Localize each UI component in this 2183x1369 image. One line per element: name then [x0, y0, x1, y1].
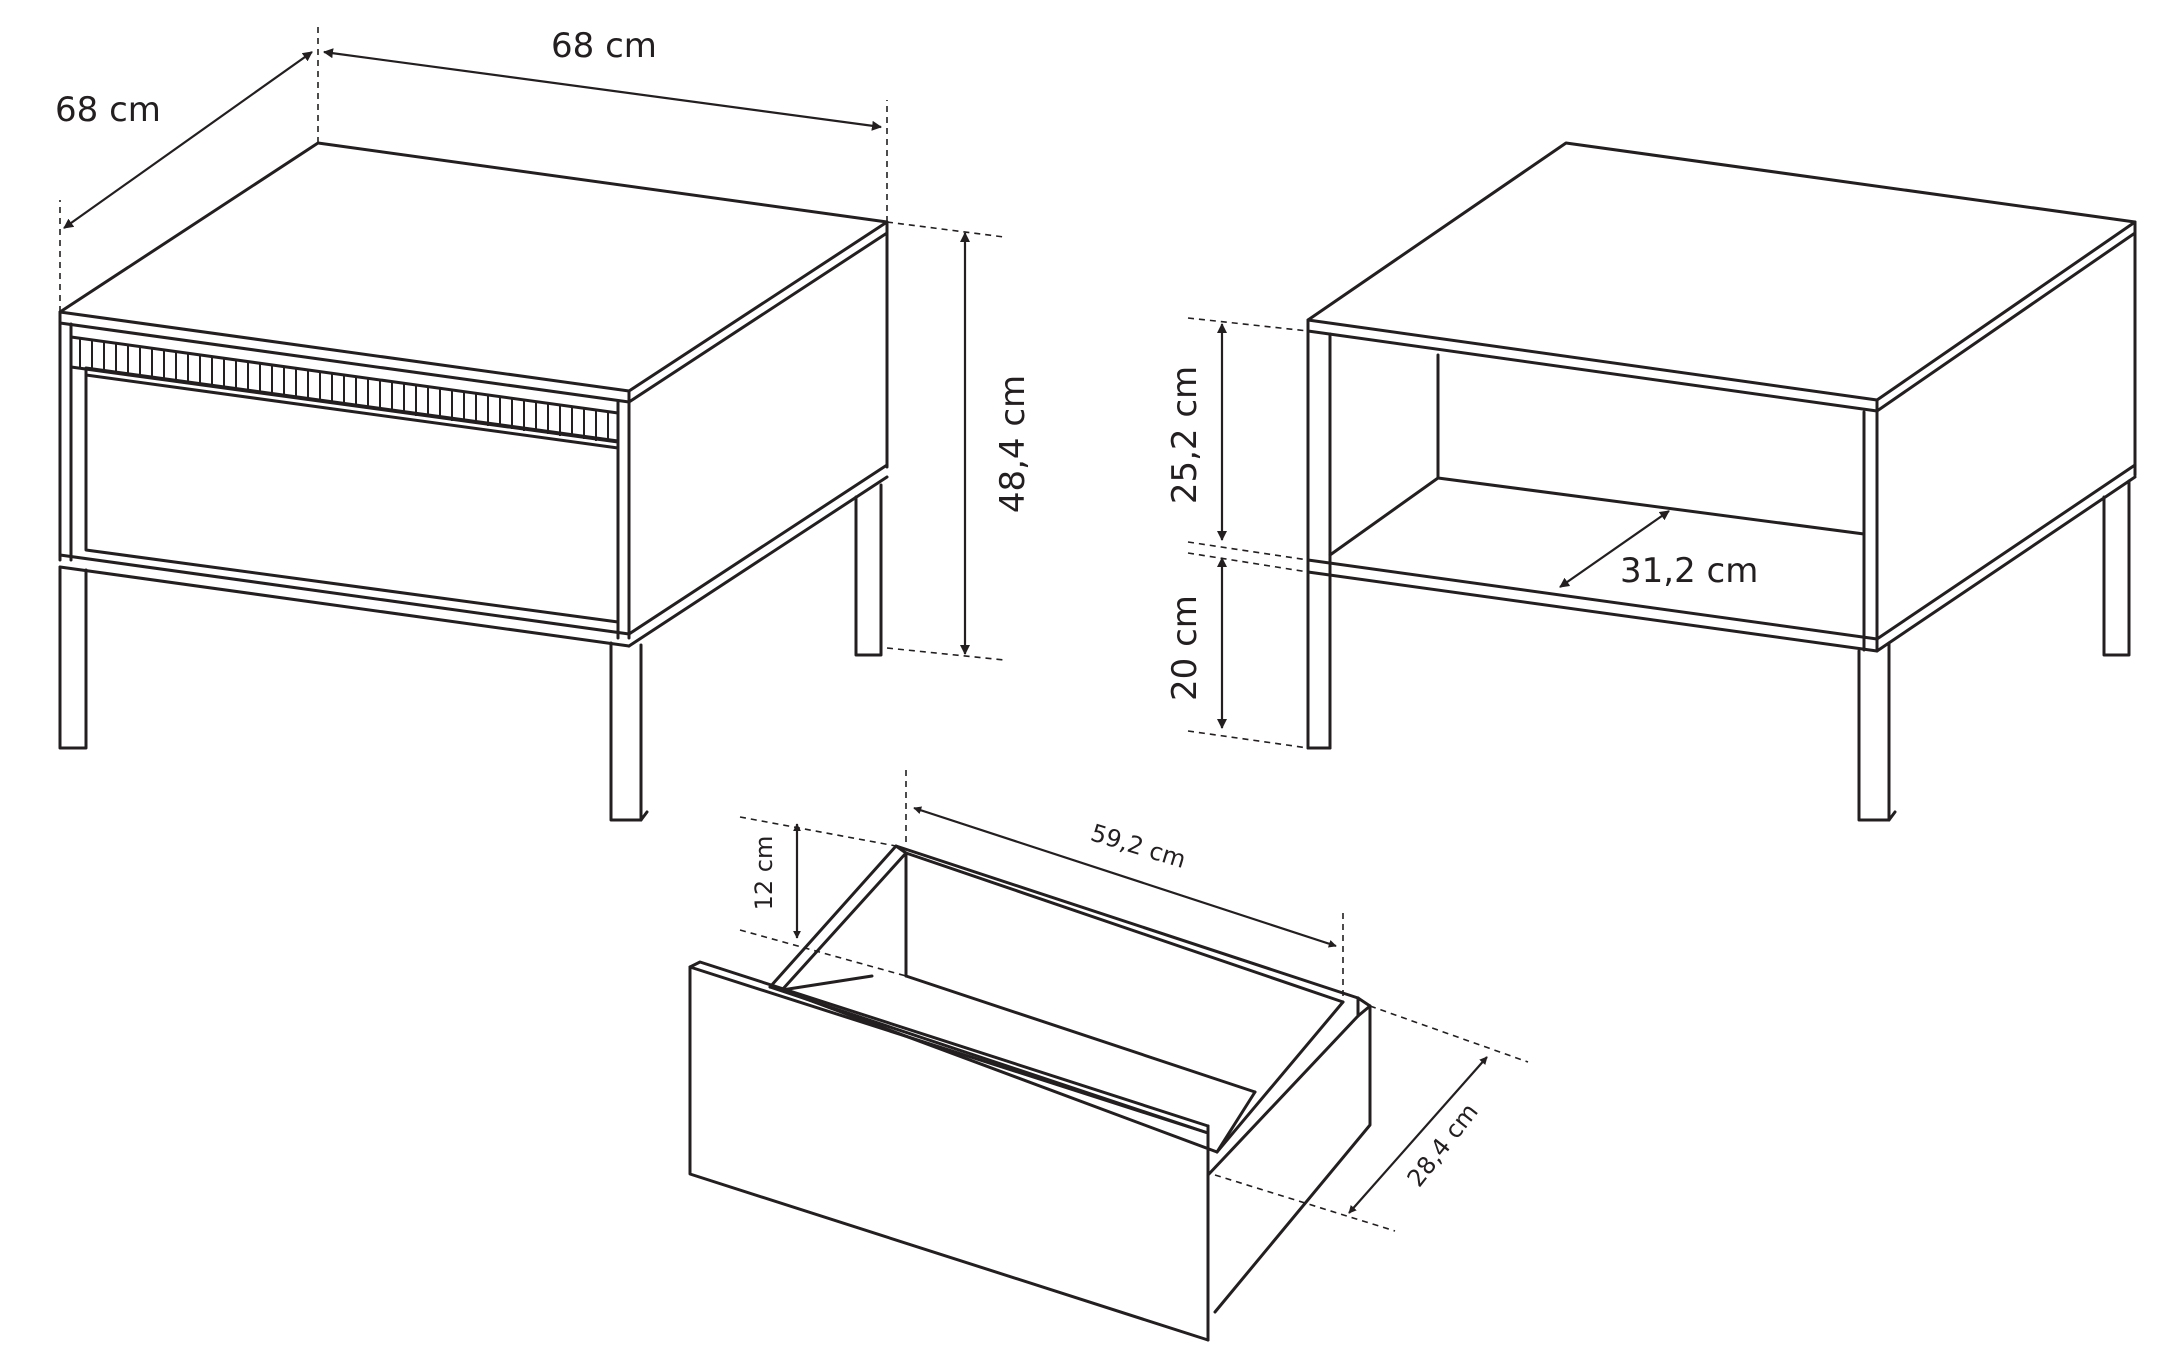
nightstand-front-view — [58, 141, 889, 822]
dimension-lines-left — [59, 25, 1005, 661]
label-drawer-length: 59,2 cm — [1088, 819, 1190, 874]
label-depth: 68 cm — [55, 90, 161, 130]
drawer-exploded-view — [688, 844, 1372, 1342]
dimension-lines-drawer — [739, 770, 1529, 1232]
nightstand-open-shelf-view — [1306, 141, 2137, 822]
label-drawer-height: 12 cm — [750, 836, 778, 911]
label-shelf-opening-height: 25,2 cm — [1165, 366, 1205, 504]
label-shelf-depth: 31,2 cm — [1620, 551, 1758, 591]
label-drawer-depth: 28,4 cm — [1402, 1098, 1484, 1192]
label-leg-height: 20 cm — [1165, 595, 1205, 701]
label-total-height: 48,4 cm — [993, 375, 1033, 513]
dimension-lines-right — [1187, 317, 1670, 749]
label-width: 68 cm — [551, 26, 657, 66]
